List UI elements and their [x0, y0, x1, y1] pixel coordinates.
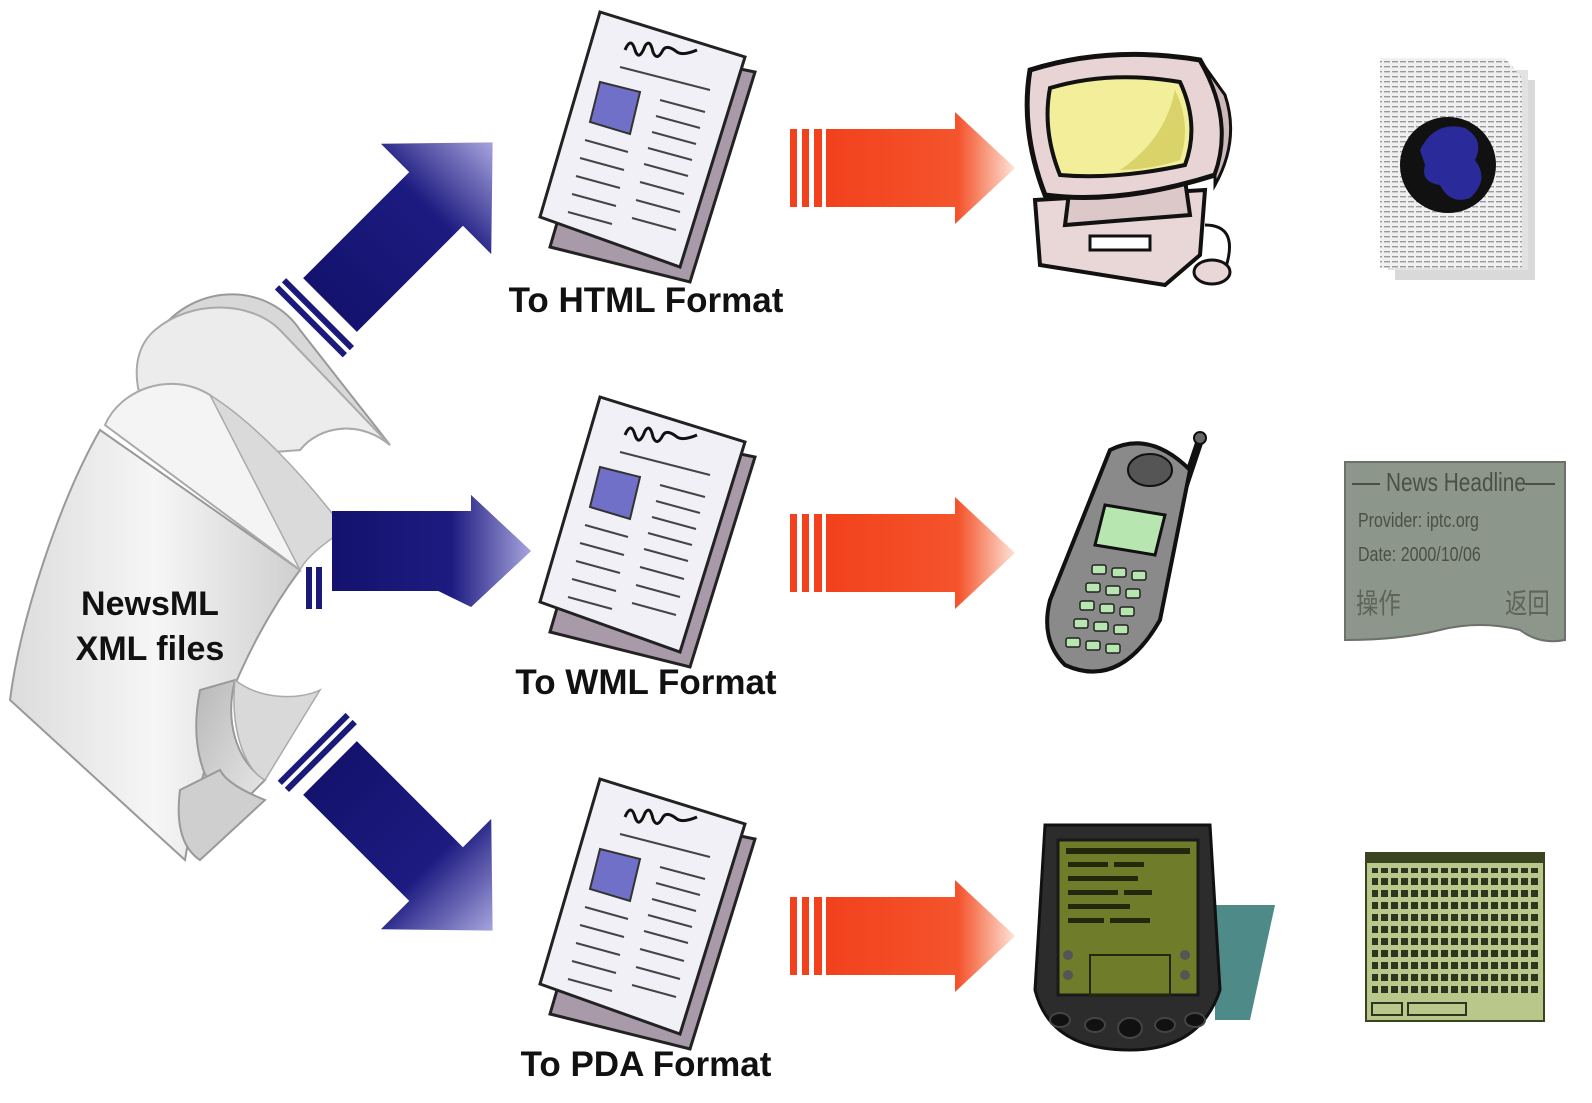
blue-arrow-to-wml [306, 495, 531, 609]
source-label-line2: XML files [75, 630, 225, 668]
pda-icon [1033, 823, 1275, 1052]
desktop-computer-icon [1024, 51, 1233, 288]
phone-screen-headline: News Headline [1386, 467, 1526, 497]
red-arrow-wml [790, 497, 1015, 609]
blue-arrow-to-pda [277, 712, 493, 931]
phone-screen-output [1344, 461, 1566, 643]
web-page-output [1380, 58, 1535, 280]
html-format-label: To HTML Format [508, 281, 784, 320]
phone-screen-right-key: 返回 [1505, 588, 1550, 619]
red-arrow-html [790, 112, 1015, 224]
source-label: NewsML XML files [40, 582, 260, 672]
mobile-phone-icon [1045, 431, 1207, 674]
phone-screen-date: Date: 2000/10/06 [1358, 544, 1481, 566]
red-arrow-pda [790, 880, 1015, 992]
blue-arrow-to-html [274, 142, 493, 358]
source-label-line1: NewsML [81, 585, 219, 623]
wml-document-icon [538, 395, 757, 669]
newsml-files-icon [8, 293, 391, 863]
pda-format-label: To PDA Format [520, 1045, 772, 1084]
phone-screen-left-key: 操作 [1356, 588, 1401, 619]
phone-screen-provider: Provider: iptc.org [1358, 510, 1479, 532]
html-document-icon [538, 10, 757, 284]
pda-document-icon [538, 777, 757, 1051]
wml-format-label: To WML Format [515, 663, 777, 702]
pda-screen-output [1365, 852, 1545, 1022]
